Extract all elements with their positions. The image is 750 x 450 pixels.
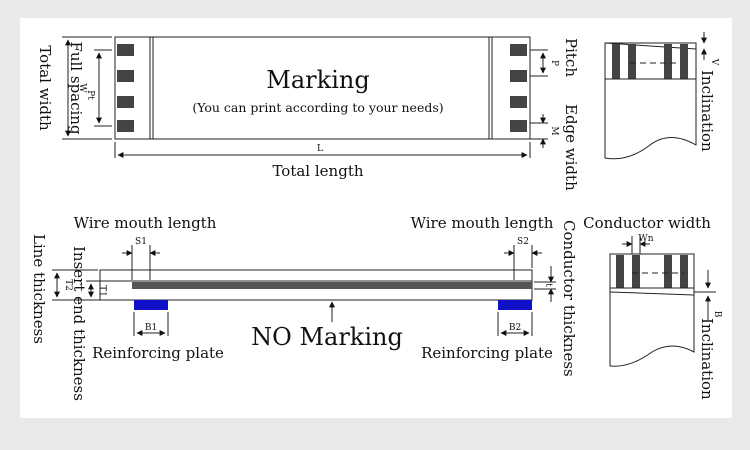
full-spacing-label: Full spacing [67,41,85,135]
conductor [664,255,672,288]
conductor-thickness-label: Conductor thickness [560,220,578,377]
reinforcing-plate-right [498,300,532,310]
reinforcing-plate-left [134,300,168,310]
wire-mouth-label-left: Wire mouth length [74,214,217,232]
bevel-line [609,291,695,296]
side-view: S1 Wire mouth length S2 Wire mouth lengt… [30,214,578,401]
pad [117,120,134,132]
top-plan-view: Marking (You can print according to your… [36,36,580,191]
wn-symbol: Wn [638,234,653,244]
conductor [680,44,688,79]
marking-subtitle: (You can print according to your needs) [192,100,443,115]
pad [117,44,134,56]
s2-symbol: S2 [517,237,529,247]
left-conductor-pads [117,44,134,132]
pad [510,120,527,132]
reinforcing-plate-label-right: Reinforcing plate [421,344,553,362]
inclination-label-top: Inclination [698,70,716,152]
detail-conductors [616,255,688,288]
pad [510,96,527,108]
inclination-label-bottom: Inclination [698,318,716,400]
insert-end-thickness-label: Insert end thickness [70,246,88,401]
v-symbol: V [709,58,719,66]
b-symbol: B [712,311,722,318]
t-symbol: t [543,283,553,287]
pitch-label: Pitch [562,38,580,77]
total-width-label: Total width [36,45,54,131]
b2-symbol: B2 [509,323,521,333]
pad [117,70,134,82]
pad [510,70,527,82]
pt-symbol: Pt [85,90,95,100]
white-panel [20,18,732,418]
conductor [664,44,672,79]
m-symbol: M [549,126,559,135]
s1-symbol: S1 [135,237,147,247]
edge-width-label: Edge width [562,104,580,191]
conductor-width-detail: Conductor width Wn B Inclination [583,214,722,400]
marking-area [152,36,490,140]
detail-outline [609,253,695,367]
total-length-label: Total length [272,162,363,180]
pad [117,96,134,108]
pad [510,44,527,56]
wire-mouth-label-right: Wire mouth length [411,214,554,232]
conductor [632,255,640,288]
reinforcing-plate-label-left: Reinforcing plate [92,344,224,362]
conductor-layer [132,282,532,289]
l-symbol: L [317,144,323,154]
conductor-width-label: Conductor width [583,214,711,232]
p-symbol: P [549,60,559,66]
conductor [680,255,688,288]
b1-symbol: B1 [145,323,157,333]
marking-title: Marking [266,66,369,94]
detail-conductors [612,44,688,79]
no-marking-title: NO Marking [251,323,403,351]
w-symbol: W [77,83,87,93]
inclination-detail-top: V Inclination [604,32,719,160]
t1-symbol: T1 [97,285,107,297]
conductor [612,44,620,79]
right-conductor-pads [510,44,527,132]
conductor [616,255,624,288]
detail-outline [604,42,697,160]
line-thickness-label: Line thickness [30,234,48,344]
conductor [628,44,636,79]
t2-symbol: T2 [63,279,73,291]
